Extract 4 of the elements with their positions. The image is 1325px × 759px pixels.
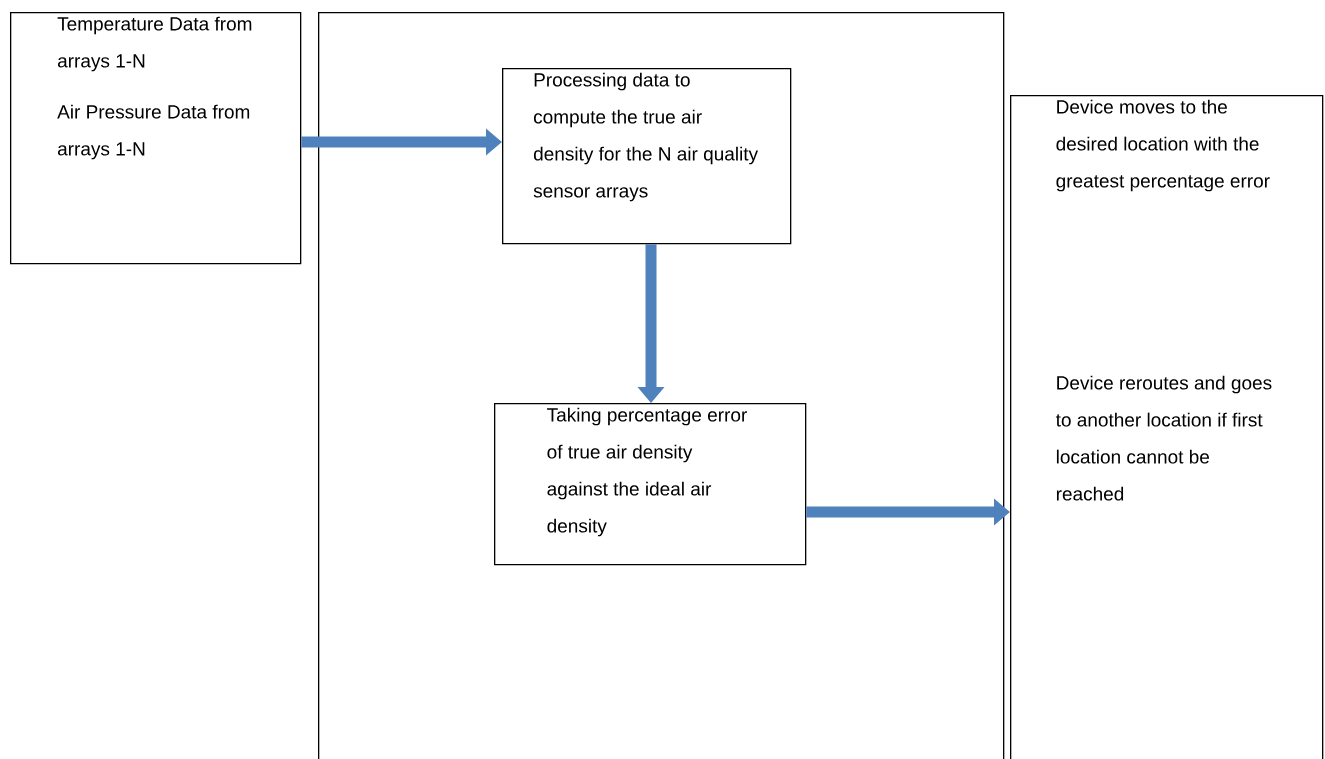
input-box: Temperature Data from arrays 1-N Air Pressure Data from arrays 1-N: [10, 12, 302, 265]
output-box: Device moves to the desired location with the greatest percentage error Device reroutes and goes to another location if first location cannot be reached: [1010, 95, 1324, 759]
process-box: Taking percentage error of true air density against the ideal air density: [494, 403, 807, 566]
process-box: Processing data to compute the true air density for the N air quality sensor arrays: [502, 68, 792, 245]
